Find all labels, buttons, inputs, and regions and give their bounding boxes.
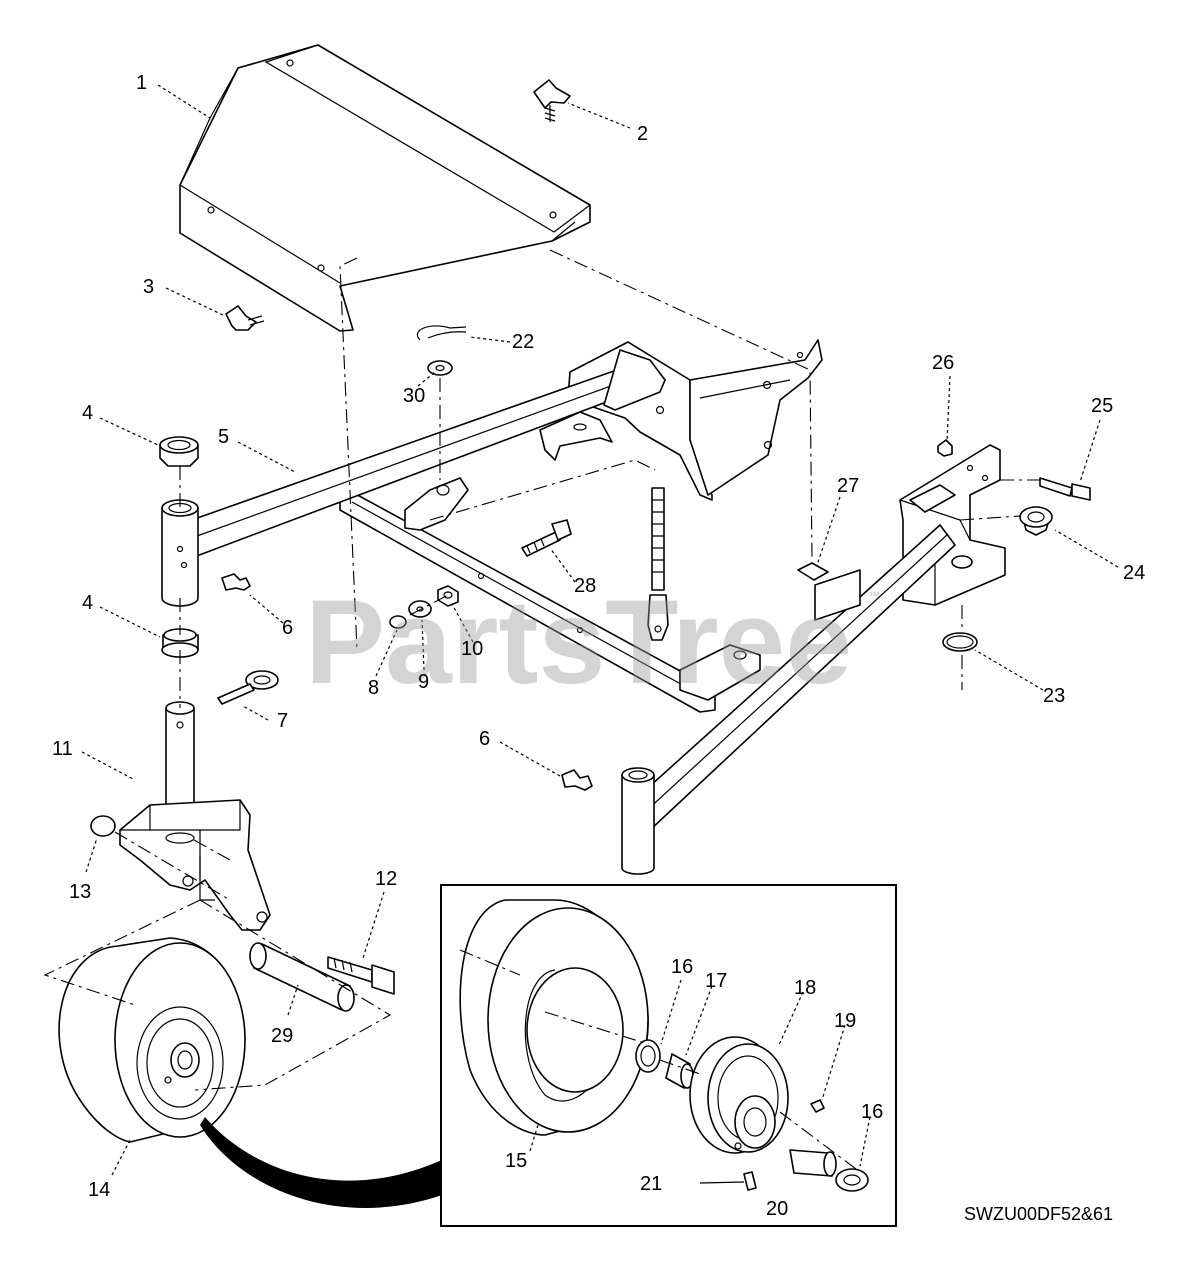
callout-18: 18	[794, 977, 816, 999]
callout-24: 24	[1123, 562, 1145, 584]
frame-cross-tube	[339, 477, 761, 713]
callout-12: 12	[375, 868, 397, 890]
detail-hub-18	[689, 1036, 789, 1154]
caster-fork	[119, 701, 271, 931]
axle-bolt	[327, 956, 395, 995]
dust-cap	[90, 815, 116, 837]
callout-8: 8	[368, 677, 379, 699]
callout-25: 25	[1091, 395, 1113, 417]
callout-16-right: 16	[861, 1101, 883, 1123]
callout-19: 19	[834, 1010, 856, 1032]
callout-1: 1	[136, 72, 147, 94]
callout-leaders	[81, 84, 1119, 1176]
detail-bearing-16-right	[835, 1168, 869, 1192]
knob-part-2	[533, 79, 571, 122]
drawing-code: SWZU00DF52&61	[964, 1204, 1113, 1224]
callout-5: 5	[218, 426, 229, 448]
bolt-part-28	[521, 519, 572, 557]
deflector-cover	[179, 44, 591, 332]
bushing-part-24	[1019, 506, 1053, 536]
callout-11: 11	[52, 738, 73, 760]
callout-10: 10	[461, 638, 483, 660]
watermark-trademark: ™	[868, 589, 880, 603]
lock-washer-part-8	[389, 615, 407, 629]
assembly-centerlines	[43, 249, 1040, 1091]
rear-mount-bracket	[539, 339, 823, 501]
callout-26: 26	[932, 352, 954, 374]
detail-grease-fitting-19	[810, 1099, 825, 1113]
watermark-text: PartsTree	[305, 575, 852, 709]
washer-part-30	[427, 360, 453, 376]
callout-16-left: 16	[671, 956, 693, 978]
hairpin-clip	[416, 325, 467, 341]
detail-connector	[200, 1117, 442, 1208]
callout-3: 3	[143, 276, 154, 298]
snap-ring	[942, 632, 978, 652]
callout-6-left: 6	[282, 617, 293, 639]
callout-29: 29	[271, 1025, 293, 1047]
detail-fitting-21	[699, 1171, 757, 1191]
clip-nut	[797, 562, 829, 581]
bushing-top-part-4	[159, 436, 199, 467]
callout-21: 21	[640, 1173, 662, 1195]
callout-7: 7	[277, 710, 288, 732]
callout-30: 30	[403, 385, 425, 407]
callout-6-right: 6	[479, 728, 490, 750]
detail-axis-line	[544, 1011, 861, 1173]
clevis-pin	[217, 670, 279, 705]
callout-4-bottom: 4	[82, 592, 93, 614]
callout-9: 9	[418, 671, 429, 693]
callout-4-top: 4	[82, 402, 93, 424]
nut-part-26	[937, 439, 953, 457]
detail-wheel	[459, 899, 649, 1136]
left-pivot-tube	[161, 499, 199, 607]
callout-23: 23	[1043, 685, 1065, 707]
callout-17: 17	[705, 970, 727, 992]
callout-27: 27	[837, 475, 859, 497]
knob-part-3	[225, 305, 265, 331]
bolt-part-25	[1039, 477, 1091, 501]
callout-15: 15	[505, 1150, 527, 1172]
grease-fitting-left	[221, 573, 251, 591]
detail-bearing-16-left	[635, 1039, 661, 1073]
callout-28: 28	[574, 575, 596, 597]
axle-spacer	[249, 942, 355, 1012]
callout-numbers: 1 2 3 22 30 4 5 26 25 27 24 6 28 4 10 9 …	[52, 72, 1145, 1220]
caster-wheel	[58, 937, 246, 1143]
detail-sleeve-20	[789, 1149, 837, 1177]
callout-14: 14	[88, 1179, 110, 1201]
left-arm-tube	[185, 349, 666, 561]
right-pivot-tube	[621, 767, 655, 875]
callout-13: 13	[69, 881, 91, 903]
height-adjuster	[647, 487, 669, 641]
grease-fitting-right	[561, 769, 593, 791]
callout-2: 2	[637, 123, 648, 145]
callout-20: 20	[766, 1198, 788, 1220]
callout-22: 22	[512, 331, 534, 353]
